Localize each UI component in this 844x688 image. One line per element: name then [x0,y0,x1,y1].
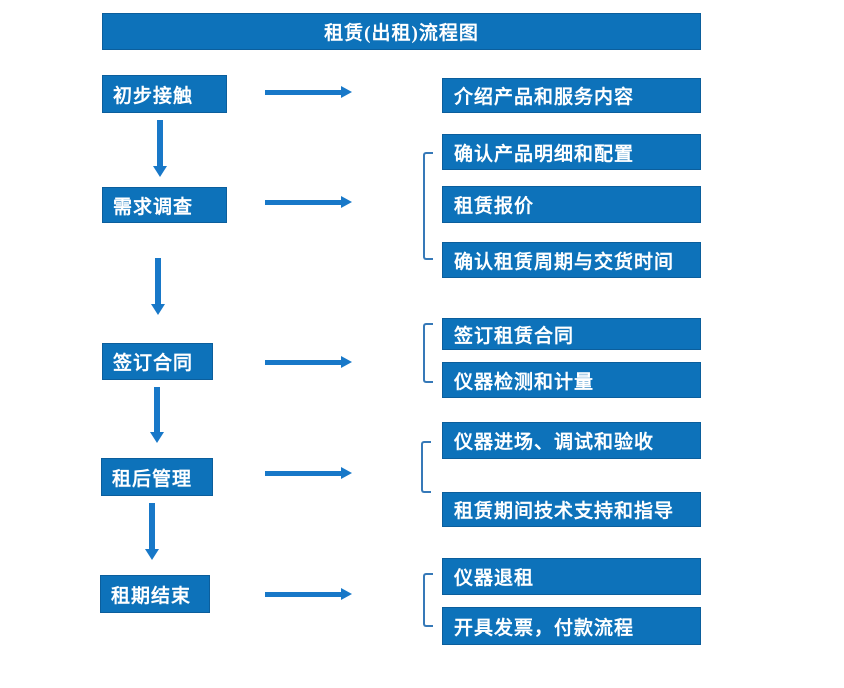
arrow-shaft [265,360,342,365]
arrow-shaft [265,592,342,597]
detail-technical-support-guidance: 租赁期间技术支持和指导 [442,492,701,527]
group-bracket-sign-contract [423,323,433,383]
detail-introduce-products-services: 介绍产品和服务内容 [442,78,701,113]
arrow-shaft [157,120,163,167]
stage-rental-end: 租期结束 [100,575,210,613]
arrow-head-icon [145,549,159,560]
down-arrow-connector-1 [153,120,167,177]
right-arrow-connector-1 [265,86,352,98]
right-arrow-connector-2 [265,196,352,208]
detail-confirm-rental-period-delivery: 确认租赁周期与交货时间 [442,242,701,278]
group-bracket-post-rental [421,441,431,493]
stage-demand-survey: 需求调查 [102,187,227,223]
detail-confirm-product-config: 确认产品明细和配置 [442,134,701,170]
right-arrow-connector-5 [265,588,352,600]
arrow-shaft [155,258,161,305]
detail-sign-rental-contract: 签订租赁合同 [442,318,701,350]
stage-initial-contact: 初步接触 [102,75,227,113]
stage-sign-contract: 签订合同 [102,343,213,380]
stage-post-rental-management: 租后管理 [101,458,213,496]
arrow-head-icon [341,86,352,98]
arrow-head-icon [341,196,352,208]
down-arrow-connector-3 [150,387,164,443]
arrow-head-icon [341,467,352,479]
flowchart-title: 租赁(出租)流程图 [102,13,701,50]
detail-instrument-return: 仪器退租 [442,558,701,595]
group-bracket-rental-end [423,573,433,627]
right-arrow-connector-3 [265,356,352,368]
arrow-shaft [154,387,160,433]
arrow-head-icon [341,588,352,600]
arrow-shaft [265,200,342,205]
down-arrow-connector-4 [145,503,159,560]
down-arrow-connector-2 [151,258,165,315]
group-bracket-demand-survey [423,152,433,260]
arrow-shaft [265,90,342,95]
arrow-head-icon [341,356,352,368]
arrow-head-icon [153,166,167,177]
arrow-shaft [149,503,155,550]
arrow-head-icon [151,304,165,315]
detail-rental-quotation: 租赁报价 [442,186,701,223]
arrow-shaft [265,471,342,476]
detail-instrument-arrival-debug-acceptance: 仪器进场、调试和验收 [442,422,701,459]
detail-invoice-payment-process: 开具发票，付款流程 [442,607,701,645]
arrow-head-icon [150,432,164,443]
detail-instrument-inspection-metering: 仪器检测和计量 [442,362,701,398]
right-arrow-connector-4 [265,467,352,479]
